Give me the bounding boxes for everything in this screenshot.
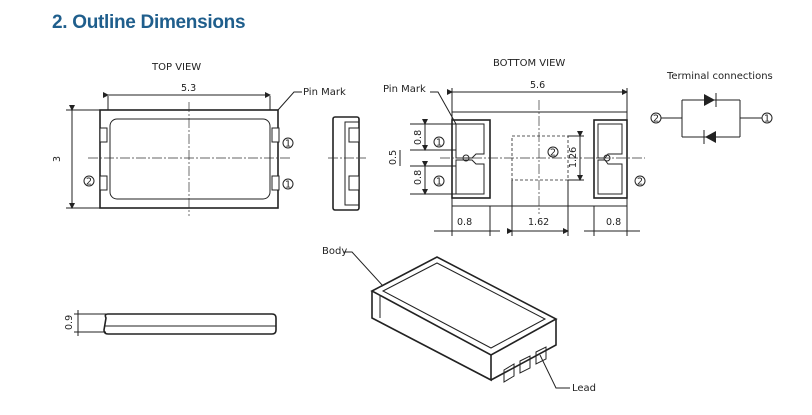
bottom-pin2-label: 2 (637, 177, 643, 188)
bottom-pin1b-label: 1 (436, 177, 442, 188)
pad-height2-dim: 0.8 (413, 170, 424, 185)
center-pad-height-dim: 1.26 (568, 147, 579, 168)
bottom-pin-mark-label: Pin Mark (383, 84, 426, 95)
top-pin2-label: 2 (86, 177, 92, 188)
isometric-package (370, 256, 558, 383)
thickness-dim: 0.9 (64, 315, 75, 330)
right-pad-width-dim: 0.8 (606, 217, 621, 228)
pad-height-dim: 0.8 (413, 130, 424, 145)
top-pin-mark-label: Pin Mark (303, 87, 346, 98)
bottom-pin1-label: 1 (436, 138, 442, 149)
bottom-width-dim: 5.6 (530, 80, 545, 91)
pad-pitch-dim: 0.5 (388, 150, 399, 165)
top-pin1b-label: 1 (285, 180, 291, 191)
body-label: Body (322, 246, 347, 257)
page-title: 2. Outline Dimensions (52, 12, 246, 33)
terminal-pin2-label: 2 (653, 114, 659, 125)
center-pad-width-dim: 1.62 (528, 217, 549, 228)
varactor-symbol: 2 1 (650, 93, 773, 144)
bottom-view-label: BOTTOM VIEW (493, 58, 565, 69)
top-width-dim: 5.3 (181, 83, 196, 94)
lead-label: Lead (572, 383, 596, 394)
top-pin1-label: 1 (285, 139, 291, 150)
terminal-pin1-label: 1 (764, 114, 770, 125)
bottom-pin2c-label: 2 (550, 148, 556, 159)
terminal-connections-label: Terminal connections (666, 71, 773, 82)
left-pad-width-dim: 0.8 (457, 217, 472, 228)
top-height-dim: 3 (52, 156, 63, 162)
top-view-label: TOP VIEW (151, 62, 201, 73)
